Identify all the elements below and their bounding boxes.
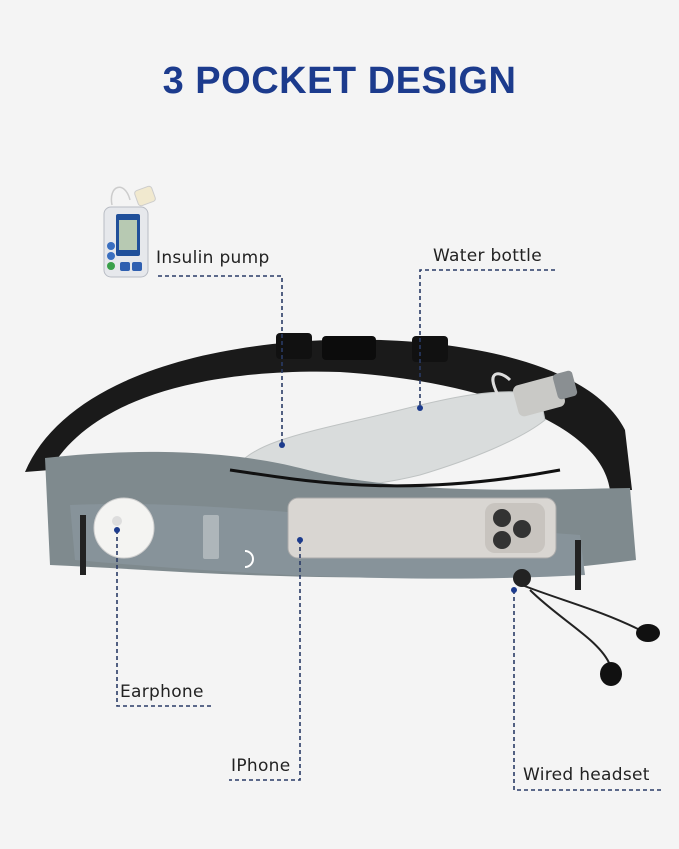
label-wired-headset: Wired headset	[523, 765, 650, 785]
label-earphone: Earphone	[120, 682, 204, 702]
leader-iphone	[229, 540, 301, 781]
label-water-bottle: Water bottle	[433, 246, 542, 266]
label-insulin-pump: Insulin pump	[156, 248, 270, 268]
buckle	[322, 336, 376, 360]
leader-lines	[116, 269, 662, 791]
belt-strap	[25, 333, 632, 490]
page-title: 3 POCKET DESIGN	[162, 60, 517, 102]
leader-earphone	[116, 530, 212, 707]
wired-headset-image	[513, 569, 660, 686]
leader-water-bottle	[419, 269, 555, 408]
insulin-pump-image	[103, 185, 156, 278]
water-bottle-image	[234, 370, 578, 488]
leader-wired-headset	[513, 590, 662, 791]
label-iphone: IPhone	[231, 756, 291, 776]
earphone-case-image	[93, 497, 155, 559]
logo-tag	[203, 515, 219, 559]
iphone-image	[287, 497, 557, 559]
